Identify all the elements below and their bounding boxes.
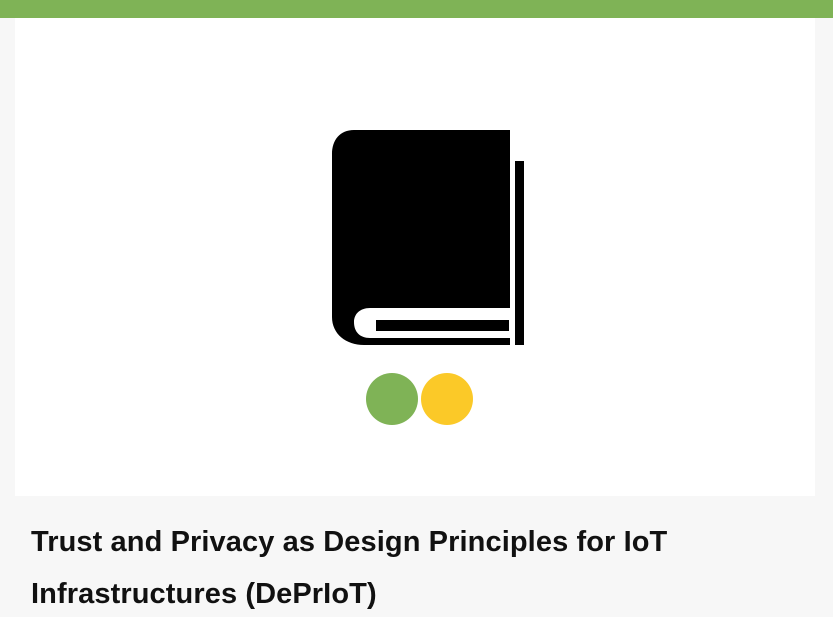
accent-top-bar — [0, 0, 833, 18]
course-thumbnail[interactable] — [15, 18, 815, 496]
green-dot — [366, 373, 418, 425]
status-dots — [366, 373, 476, 427]
course-title[interactable]: Trust and Privacy as Design Principles f… — [31, 526, 668, 610]
book-icon — [332, 130, 524, 345]
yellow-dot — [421, 373, 473, 425]
